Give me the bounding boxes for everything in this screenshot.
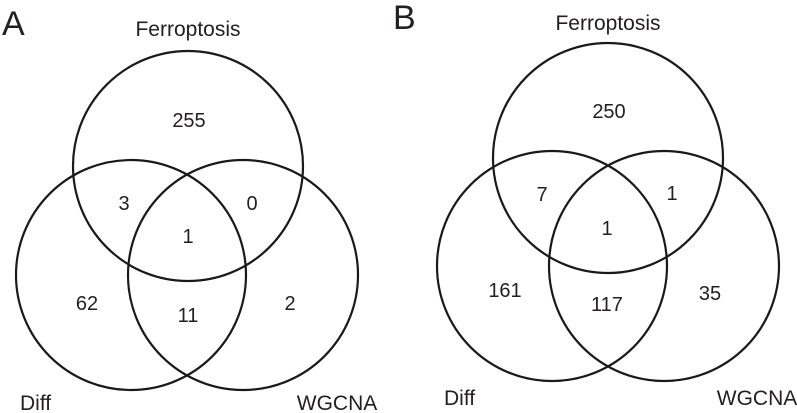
count-ferroptosis-wgcna-a: 0: [246, 193, 257, 215]
set-label-ferroptosis-a: Ferroptosis: [135, 18, 240, 41]
wgcna-circle-a: [126, 158, 360, 392]
ferroptosis-circle-a: [71, 49, 305, 283]
count-wgcna-only-a: 2: [284, 293, 295, 315]
set-label-ferroptosis-b: Ferroptosis: [555, 12, 660, 35]
panel-b: B Ferroptosis Diff WGCNA 250 7 1 1 161 1…: [393, 0, 797, 410]
count-diff-only-a: 62: [76, 293, 98, 315]
count-ferroptosis-wgcna-b: 1: [666, 183, 677, 205]
count-ferroptosis-diff-b: 7: [536, 184, 547, 206]
count-wgcna-only-b: 35: [699, 283, 721, 305]
diff-circle-b: [435, 149, 669, 383]
wgcna-circle-b: [547, 149, 781, 383]
set-label-diff-b: Diff: [444, 387, 475, 410]
set-label-wgcna-b: WGCNA: [717, 387, 797, 410]
panel-b-letter: B: [393, 0, 416, 37]
count-ferroptosis-only-b: 250: [592, 101, 625, 123]
set-label-diff-a: Diff: [20, 392, 51, 413]
panel-a: A Ferroptosis Diff WGCNA 255 3 0 1 62 11…: [2, 5, 377, 413]
set-label-wgcna-a: WGCNA: [297, 392, 378, 413]
count-diff-wgcna-a: 11: [178, 305, 199, 327]
count-diff-wgcna-b: 117: [591, 294, 623, 316]
count-all-three-b: 1: [601, 218, 612, 240]
count-all-three-a: 1: [182, 226, 193, 248]
count-ferroptosis-diff-a: 3: [118, 193, 129, 215]
panel-a-letter: A: [2, 5, 25, 43]
count-diff-only-b: 161: [488, 280, 521, 302]
ferroptosis-circle-b: [491, 41, 725, 275]
count-ferroptosis-only-a: 255: [172, 110, 205, 132]
diff-circle-a: [14, 158, 248, 392]
